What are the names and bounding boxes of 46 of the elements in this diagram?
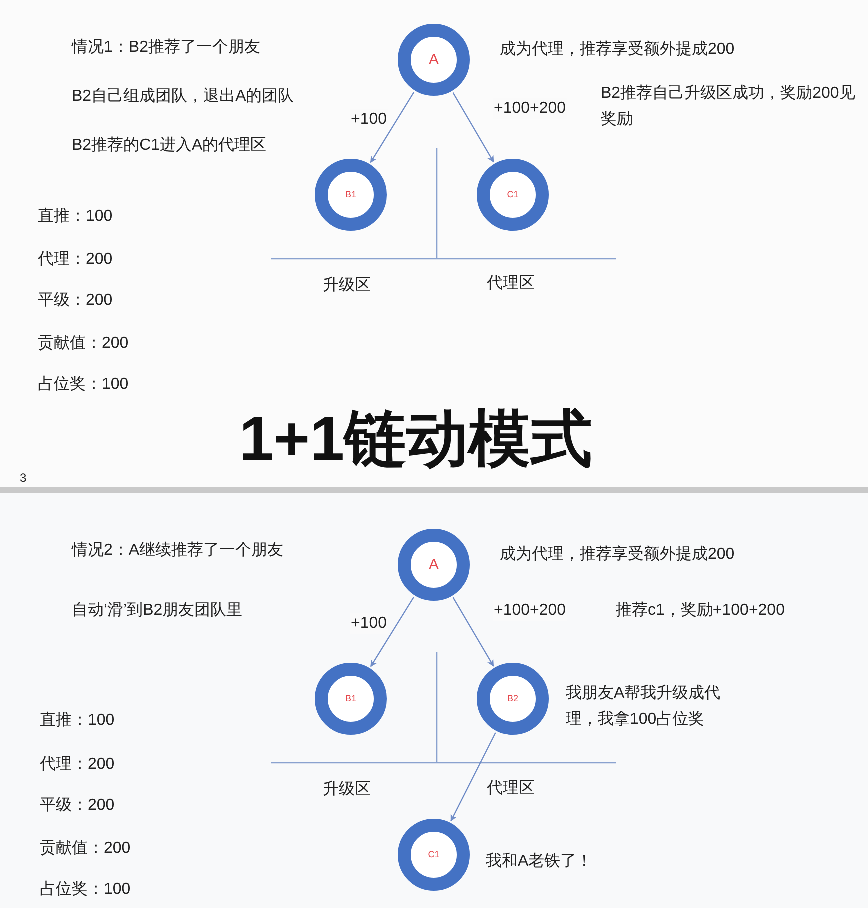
node-label: A: [429, 558, 439, 572]
arrow: [450, 732, 496, 822]
node-note: 我和A老铁了！: [486, 852, 593, 872]
reward-item: 代理：200: [38, 250, 113, 270]
reward-item: 平级：200: [38, 291, 113, 311]
ring-node: [315, 663, 387, 735]
reward-item: 贡献值：200: [38, 334, 129, 354]
reward-item: 直推：100: [38, 206, 113, 227]
page-number: 3: [20, 470, 27, 486]
ring-node: [315, 159, 387, 231]
ring-node: [398, 24, 470, 96]
ring-node: [398, 819, 470, 891]
node-label: B1: [346, 190, 356, 200]
node-label: B1: [346, 694, 356, 704]
zone-label: 代理区: [487, 274, 535, 294]
reward-item: 代理：200: [40, 755, 115, 775]
node-note: 成为代理，推荐享受额外提成200: [500, 40, 735, 60]
node-label: A: [429, 52, 439, 68]
arrow: [452, 597, 494, 667]
reward-item: 占位奖：100: [40, 880, 131, 900]
arrow: [370, 596, 415, 668]
node-label: C1: [428, 850, 440, 860]
reward-item: 平级：200: [40, 796, 115, 816]
node-label: C1: [507, 190, 519, 200]
note: B2推荐自己升级区成功，奖励200见奖励: [601, 84, 856, 130]
ring-node: [477, 159, 549, 231]
ring-node: [477, 663, 549, 735]
node-note: 我朋友A帮我升级成代理，我拿100占位奖: [566, 684, 722, 730]
note: B2推荐的C1进入A的代理区: [72, 136, 267, 156]
zone-label: 升级区: [323, 780, 371, 800]
note: B2自己组成团队，退出A的团队: [72, 86, 294, 107]
arrow: [370, 92, 415, 164]
node-note: 成为代理，推荐享受额外提成200: [500, 544, 735, 565]
reward-item: 直推：100: [40, 710, 115, 731]
reward-item: 占位奖：100: [38, 374, 129, 395]
note: 推荐c1，奖励+100+200: [616, 600, 785, 621]
zone-label: 升级区: [323, 276, 371, 296]
ring-node: [398, 529, 470, 601]
arrow: [452, 92, 494, 163]
case-heading: 情况1：B2推荐了一个朋友: [72, 38, 260, 58]
note: 自动‘滑’到B2朋友团队里: [72, 601, 243, 621]
reward-item: 贡献值：200: [40, 839, 131, 859]
node-label: B2: [508, 694, 518, 704]
zone-label: 代理区: [487, 779, 535, 799]
title: 1+1链动模式: [238, 404, 594, 476]
case-heading: 情况2：A继续推荐了一个朋友: [72, 540, 284, 561]
